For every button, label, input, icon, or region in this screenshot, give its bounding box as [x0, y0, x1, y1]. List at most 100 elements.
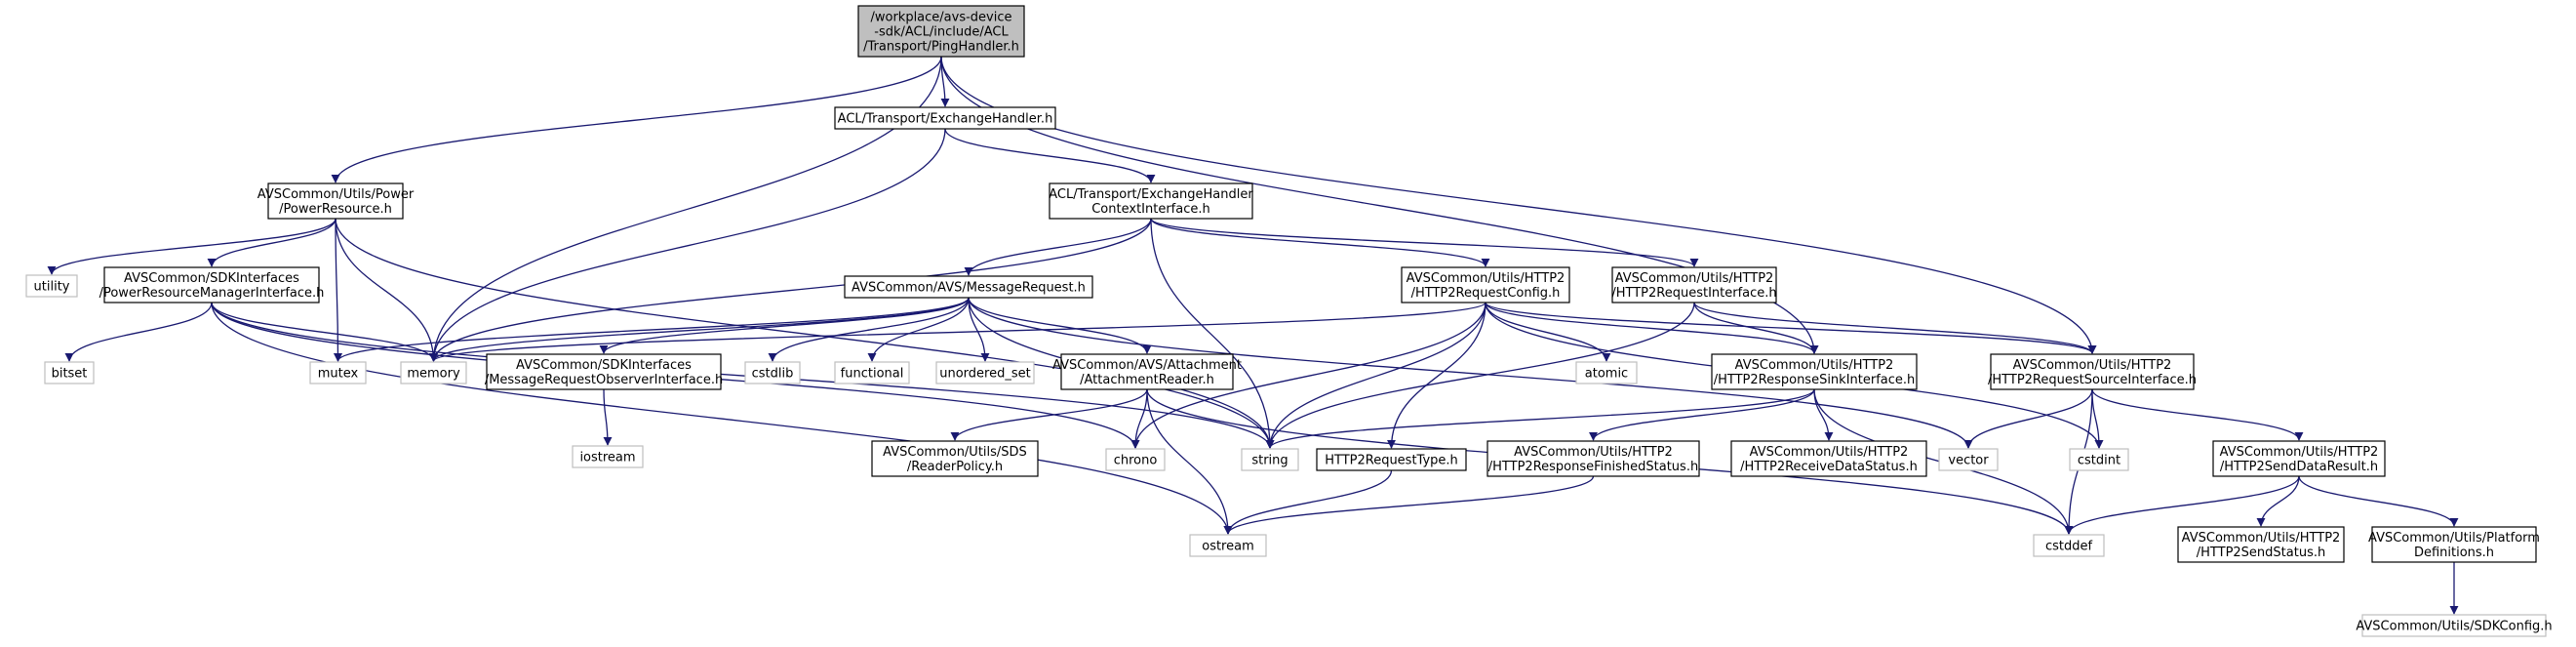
node-h2req[interactable]: AVSCommon/Utils/HTTP2/HTTP2RequestInterf…: [1611, 266, 1777, 303]
edge-h2cfg-to-h2sink: [1485, 302, 1819, 354]
node-box: [1189, 534, 1267, 557]
edge-msgreq-to-unordered: [968, 297, 990, 362]
edge-ctx-to-h2cfg: [1150, 218, 1490, 267]
node-box: [1611, 266, 1777, 303]
node-unordered: unordered_set: [935, 361, 1035, 384]
node-sdkcfg: AVSCommon/Utils/SDKConfig.h: [2356, 614, 2553, 637]
node-label: AVSCommon/Utils/Power: [258, 187, 415, 202]
node-label: AVSCommon/AVS/MessageRequest.h: [852, 281, 1086, 296]
node-string: string: [1241, 448, 1299, 471]
edge-msgreq-to-attrd: [968, 297, 1152, 354]
edge-msgreq-to-mro: [599, 297, 970, 354]
node-label: AVSCommon/Utils/HTTP2: [2013, 358, 2172, 373]
node-label: Definitions.h: [2414, 546, 2494, 560]
node-h2rt[interactable]: HTTP2RequestType.h: [1316, 448, 1467, 471]
node-label: ostream: [1202, 540, 1254, 554]
node-label: ACL/Transport/ExchangeHandler.h: [838, 112, 1053, 127]
edge-h2cfg-to-h2src: [1485, 302, 2097, 354]
node-label: /HTTP2RequestInterface.h: [1611, 286, 1776, 301]
edge-ctx-to-h2req: [1150, 218, 1699, 267]
node-root[interactable]: /workplace/avs-device-sdk/ACL/include/AC…: [857, 5, 1025, 58]
node-power[interactable]: AVSCommon/Utils/Power/PowerResource.h: [258, 182, 415, 220]
edge-prm-to-bitset: [64, 302, 213, 362]
edge-attrd-to-ostream: [1146, 388, 1233, 535]
node-h2sdr[interactable]: AVSCommon/Utils/HTTP2/HTTP2SendDataResul…: [2212, 440, 2386, 477]
node-label: /Transport/PingHandler.h: [863, 40, 1019, 55]
node-h2src[interactable]: AVSCommon/Utils/HTTP2/HTTP2RequestSource…: [1988, 353, 2197, 390]
node-box: [1938, 448, 1999, 471]
node-h2cfg[interactable]: AVSCommon/Utils/HTTP2/HTTP2RequestConfig…: [1401, 266, 1570, 303]
node-box: [44, 361, 95, 384]
node-label: /HTTP2RequestConfig.h: [1411, 286, 1561, 301]
node-label: mutex: [318, 367, 359, 382]
node-ctx[interactable]: ACL/Transport/ExchangeHandlerContextInte…: [1049, 182, 1253, 220]
edge-h2cfg-to-h2rt: [1386, 302, 1486, 449]
node-label: chrono: [1114, 454, 1158, 468]
node-box: [25, 274, 78, 298]
edge-h2sdr-to-cstddef: [2064, 475, 2300, 535]
edge-h2sink-to-h2fin: [1589, 388, 1815, 441]
node-label: /HTTP2ReceiveDataStatus.h: [1740, 460, 1918, 474]
edge-h2cfg-to-string: [1265, 302, 1486, 449]
node-h2fin[interactable]: AVSCommon/Utils/HTTP2/HTTP2ResponseFinis…: [1486, 440, 1700, 477]
node-atomic: atomic: [1575, 361, 1638, 384]
node-box: [2371, 526, 2537, 563]
edge-attrd-to-chrono: [1130, 388, 1148, 449]
node-box: [1486, 440, 1700, 477]
edge-h2rt-to-ostream: [1223, 469, 1393, 535]
node-label: unordered_set: [939, 367, 1030, 382]
edge-msgreq-to-cstdlib: [768, 297, 970, 362]
node-box: [1316, 448, 1467, 471]
node-h2sink[interactable]: AVSCommon/Utils/HTTP2/HTTP2ResponseSinkI…: [1711, 353, 1918, 390]
node-box: [857, 5, 1025, 58]
node-label: AVSCommon/Utils/HTTP2: [1407, 271, 1565, 286]
node-label: cstdlib: [752, 367, 794, 382]
node-label: cstdint: [2078, 454, 2120, 468]
node-msgreq[interactable]: AVSCommon/AVS/MessageRequest.h: [844, 275, 1093, 299]
node-label: AVSCommon/Utils/Platform: [2368, 531, 2540, 546]
node-exch[interactable]: ACL/Transport/ExchangeHandler.h: [834, 106, 1056, 130]
node-box: [834, 106, 1056, 130]
edge-msgreq-to-functional: [867, 297, 970, 362]
edges-layer: [47, 56, 2459, 615]
node-label: memory: [407, 367, 460, 382]
edge-power-to-prm: [207, 218, 337, 267]
edge-h2cfg-to-memory: [429, 302, 1486, 362]
node-h2send[interactable]: AVSCommon/Utils/HTTP2/HTTP2SendStatus.h: [2177, 526, 2345, 563]
node-box: [2361, 614, 2547, 637]
edge-prm-to-memory: [211, 302, 438, 362]
node-sds[interactable]: AVSCommon/Utils/SDS/ReaderPolicy.h: [871, 440, 1039, 477]
edge-h2cfg-to-atomic: [1485, 302, 1611, 362]
edge-h2req-to-h2sink: [1693, 302, 1819, 354]
node-label: /MessageRequestObserverInterface.h: [485, 373, 723, 387]
edge-power-to-string: [335, 218, 1275, 449]
node-label: string: [1251, 454, 1288, 468]
node-box: [744, 361, 801, 384]
node-mro[interactable]: AVSCommon/SDKInterfaces/MessageRequestOb…: [485, 353, 723, 390]
node-label: /workplace/avs-device: [870, 11, 1011, 25]
edge-h2fin-to-ostream: [1223, 475, 1595, 535]
node-prm[interactable]: AVSCommon/SDKInterfaces/PowerResourceMan…: [99, 266, 325, 303]
node-label: AVSCommon/Utils/HTTP2: [2220, 445, 2379, 460]
node-utility: utility: [25, 274, 78, 298]
node-label: AVSCommon/Utils/HTTP2: [1735, 358, 1894, 373]
edge-msgreq-to-vector: [968, 297, 1973, 449]
node-bitset: bitset: [44, 361, 95, 384]
edge-prm-to-string: [211, 302, 1275, 449]
node-box: [1711, 353, 1918, 390]
node-functional: functional: [834, 361, 910, 384]
node-box: [834, 361, 910, 384]
edge-power-to-utility: [47, 218, 337, 275]
node-ostream: ostream: [1189, 534, 1267, 557]
node-label: AVSCommon/Utils/HTTP2: [1750, 445, 1909, 460]
node-box: [267, 182, 404, 220]
node-mutex: mutex: [309, 361, 367, 384]
node-box: [1060, 353, 1234, 390]
node-label: HTTP2RequestType.h: [1325, 454, 1458, 468]
node-label: AVSCommon/Utils/SDKConfig.h: [2356, 620, 2552, 634]
node-h2recv[interactable]: AVSCommon/Utils/HTTP2/HTTP2ReceiveDataSt…: [1730, 440, 1927, 477]
node-attrd[interactable]: AVSCommon/AVS/Attachment/AttachmentReade…: [1052, 353, 1242, 390]
edge-root-to-power: [331, 56, 942, 183]
edge-ctx-to-msgreq: [964, 218, 1152, 276]
